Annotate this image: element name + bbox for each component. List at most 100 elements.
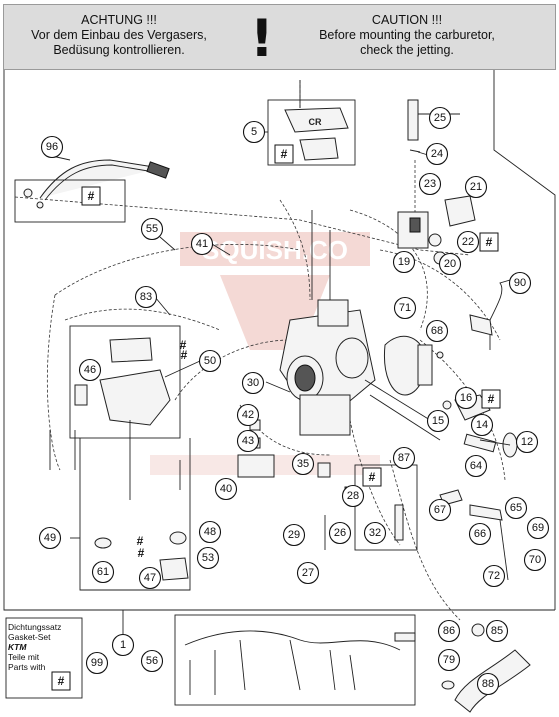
callout-number: 21 [470,181,482,193]
callout-14: 14 [470,413,494,437]
pump-lever [417,344,433,386]
svg-text:#: # [58,674,65,688]
callout-number: 22 [462,236,474,248]
callout-26: 26 [328,521,352,545]
callout-85: 85 [485,619,509,643]
callout-56: 56 [140,649,164,673]
carb-cover [284,107,349,133]
callout-number: 41 [196,238,208,250]
callout-27: 27 [296,561,320,585]
cable-guide [469,504,503,521]
throttle-cable [39,159,161,199]
callout-number: 14 [476,419,488,431]
callout-42: 42 [236,403,260,427]
screw [436,351,444,359]
routing-line [174,339,291,401]
callout-53: 53 [196,546,220,570]
routing-line [54,243,301,296]
needle-jet [317,462,331,478]
callout-43: 43 [236,429,260,453]
callout-69: 69 [526,516,550,540]
callout-79: 79 [437,648,461,672]
screw [442,400,452,410]
sensor-ring [428,233,442,247]
vent-hose [184,630,401,651]
float-bowl-kit-box [69,325,181,439]
bowl-gasket [109,337,153,363]
callout-41: 41 [190,232,214,256]
callout-number: 12 [521,436,533,448]
callout-15: 15 [426,409,450,433]
callout-40: 40 [214,477,238,501]
callout-68: 68 [425,319,449,343]
svg-text:#: # [486,235,493,249]
callout-number: 35 [297,458,309,470]
callout-number: 47 [144,572,156,584]
callout-number: 55 [146,223,158,235]
callout-35: 35 [291,452,315,476]
callout-50: 50 [198,349,222,373]
shaft [479,439,511,446]
callout-number: 71 [399,302,411,314]
routing-line [279,199,311,301]
choke-body [469,314,493,336]
cover-gasket [299,137,339,161]
svg-text:#: # [138,546,145,560]
callout-64: 64 [464,454,488,478]
bowl-parts-box [79,438,191,591]
warning-german-line1: Vor dem Einbau des Vergasers, [31,28,207,42]
callout-number: 96 [46,141,58,153]
callout-24: 24 [425,142,449,166]
hash-box: # [181,348,188,362]
carburetor-body [279,210,441,441]
jet-kit-box [354,464,418,551]
callout-number: 88 [482,678,494,690]
hash-box: # [481,389,501,409]
throttle-cable-line [44,164,161,201]
callout-number: 48 [204,526,216,538]
sensor-plug [409,217,421,233]
callout-12: 12 [515,430,539,454]
hash-box: # [81,186,101,206]
callout-number: 40 [220,483,232,495]
hash-box: # [137,534,144,548]
hot-start-plunger [237,454,275,478]
callout-number: 86 [443,625,455,637]
warning-german-title: ACHTUNG !!! [81,13,157,27]
callout-number: 26 [334,527,346,539]
callout-number: 79 [443,654,455,666]
callout-number: 27 [302,567,314,579]
hash-box: # [51,671,71,691]
svg-text:#: # [181,348,188,362]
svg-text:#: # [180,338,187,352]
callout-number: 99 [91,657,103,669]
callout-48: 48 [198,520,222,544]
warning-english-line2: check the jetting. [360,43,454,57]
callout-20: 20 [438,252,462,276]
vent-hose [349,654,356,691]
warning-german-line2: Bedüsung kontrollieren. [53,43,185,57]
callout-number: 65 [510,502,522,514]
callout-23: 23 [418,172,442,196]
vent-hose [239,639,246,691]
callout-61: 61 [91,560,115,584]
callout-87: 87 [392,446,416,470]
callout-65: 65 [504,496,528,520]
callout-30: 30 [241,371,265,395]
callout-29: 29 [282,523,306,547]
watermark-text: SQUISH.CO [202,235,348,265]
callout-number: 20 [444,258,456,270]
vent-hose [289,639,301,691]
callout-32: 32 [363,521,387,545]
svg-text:#: # [369,470,376,484]
routing-line [389,459,461,621]
screw [471,623,485,637]
callout-number: 66 [474,528,486,540]
callout-number: 15 [432,415,444,427]
hose-clamp [441,680,455,690]
callout-46: 46 [78,358,102,382]
callout-86: 86 [437,619,461,643]
callout-90: 90 [508,271,532,295]
